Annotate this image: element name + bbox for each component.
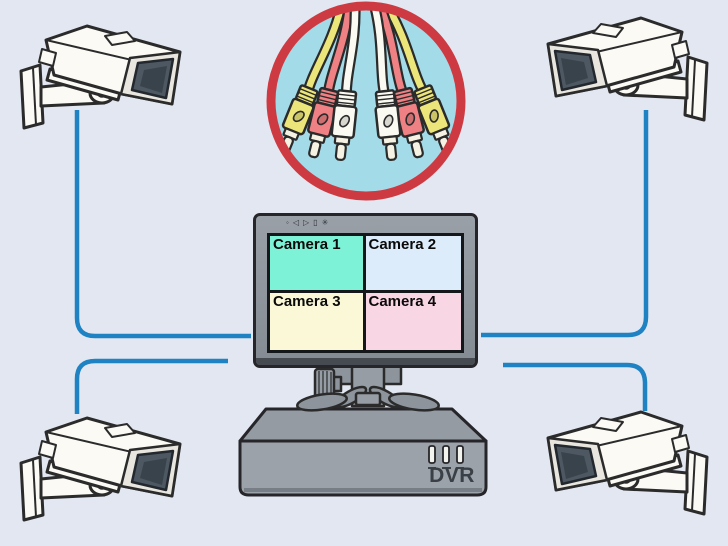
monitor: ◦ ◁ ▷ ▯ ✳ Camera 1 Camera 2 Camera 3 Cam… xyxy=(253,213,478,368)
security-camera-top-right xyxy=(546,16,709,122)
settings-icon: ✳ xyxy=(321,218,329,227)
stand-base-foot xyxy=(388,392,440,412)
cable-bottom-left-camera xyxy=(74,358,228,414)
cable-top-right-camera xyxy=(481,110,649,338)
dvr-indicator-slot xyxy=(442,445,450,464)
dvr-top-face xyxy=(238,407,488,443)
security-camera-bottom-left xyxy=(19,416,182,522)
camera-feed-4: Camera 4 xyxy=(365,293,461,350)
monitor-screen: Camera 1 Camera 2 Camera 3 Camera 4 xyxy=(267,233,464,353)
play-icon: ▷ xyxy=(303,218,310,227)
dvr-indicator-slot xyxy=(456,445,464,464)
camera-feed-3: Camera 3 xyxy=(270,293,366,350)
security-camera-top-left xyxy=(19,24,182,130)
dvr-indicator-slot xyxy=(428,445,436,464)
rca-cable-inset xyxy=(266,1,466,201)
camera-feed-2: Camera 2 xyxy=(365,236,461,293)
feed-label: Camera 4 xyxy=(368,293,437,310)
power-icon: ◦ xyxy=(286,218,289,227)
dvr-unit xyxy=(238,407,488,497)
security-camera-bottom-right xyxy=(546,410,709,516)
stand-base-foot xyxy=(296,392,348,412)
feed-label: Camera 1 xyxy=(273,236,341,253)
dvr-label: DVR xyxy=(429,464,475,487)
monitor-stand xyxy=(296,360,440,412)
feed-label: Camera 3 xyxy=(273,293,341,310)
dvr-front-face xyxy=(238,439,488,497)
camera-feed-1: Camera 1 xyxy=(270,236,366,293)
prev-icon: ◁ xyxy=(292,218,299,227)
stop-icon: ▯ xyxy=(313,218,318,227)
monitor-controls: ◦ ◁ ▷ ▯ ✳ xyxy=(286,216,328,230)
cable-top-left-camera xyxy=(74,110,251,339)
feed-label: Camera 2 xyxy=(368,236,437,253)
inset-ring xyxy=(266,1,466,201)
cable-bottom-right-camera xyxy=(503,362,648,411)
